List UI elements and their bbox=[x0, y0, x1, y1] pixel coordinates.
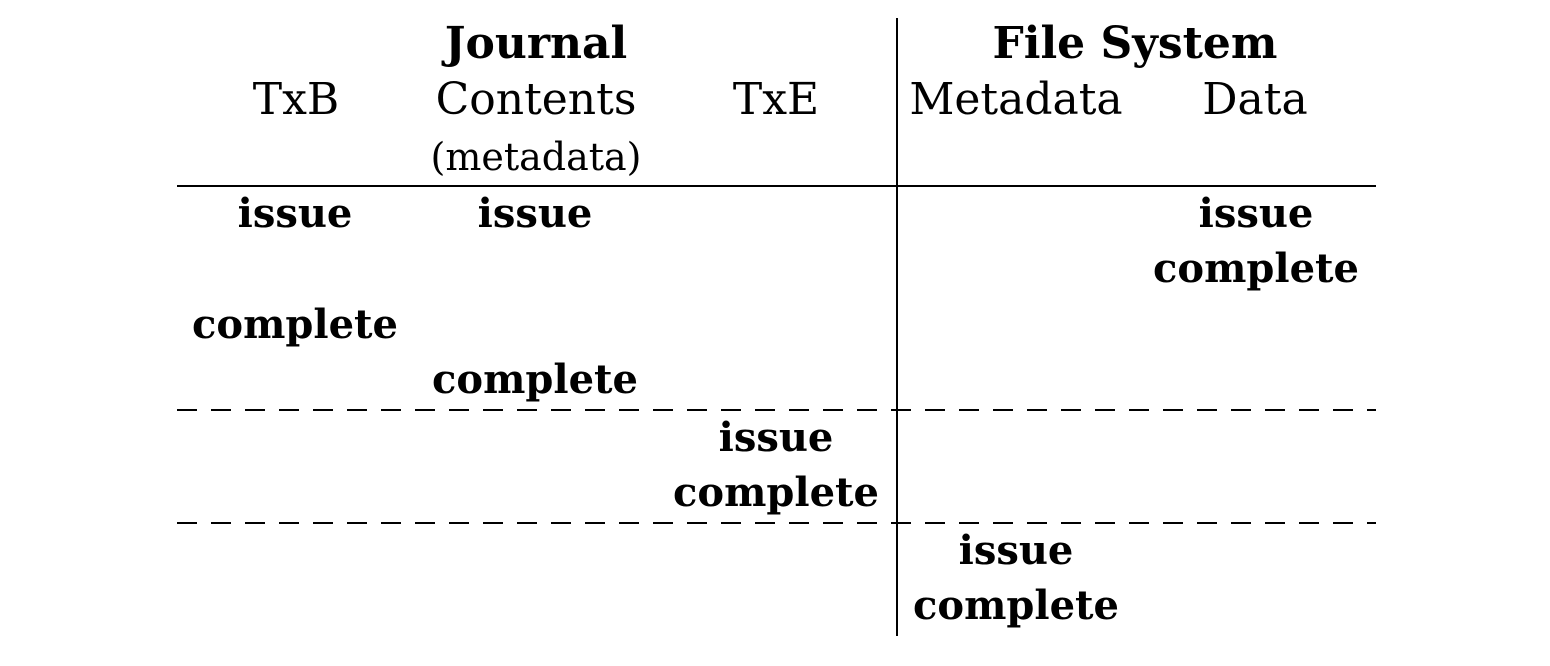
txb-issue-event: issue bbox=[237, 190, 353, 237]
column-header-txb: TxB bbox=[252, 74, 340, 125]
column-subheader-contents-note: (metadata) bbox=[430, 135, 642, 179]
column-header-metadata: Metadata bbox=[909, 74, 1123, 125]
contents-complete-event: complete bbox=[432, 356, 638, 403]
data-issue-event: issue bbox=[1198, 190, 1314, 237]
filesystem-group-title: File System bbox=[992, 18, 1278, 69]
txe-complete-event: complete bbox=[673, 469, 879, 516]
column-header-contents: Contents bbox=[435, 74, 637, 125]
column-header-txe: TxE bbox=[732, 74, 820, 125]
column-header-data: Data bbox=[1202, 74, 1308, 125]
journal-group-title: Journal bbox=[444, 18, 628, 69]
metadata-complete-event: complete bbox=[913, 582, 1119, 629]
data-complete-event: complete bbox=[1153, 245, 1359, 292]
contents-issue-event: issue bbox=[477, 190, 593, 237]
metadata-issue-event: issue bbox=[958, 527, 1074, 574]
txb-complete-event: complete bbox=[192, 301, 398, 348]
txe-issue-event: issue bbox=[718, 414, 834, 461]
